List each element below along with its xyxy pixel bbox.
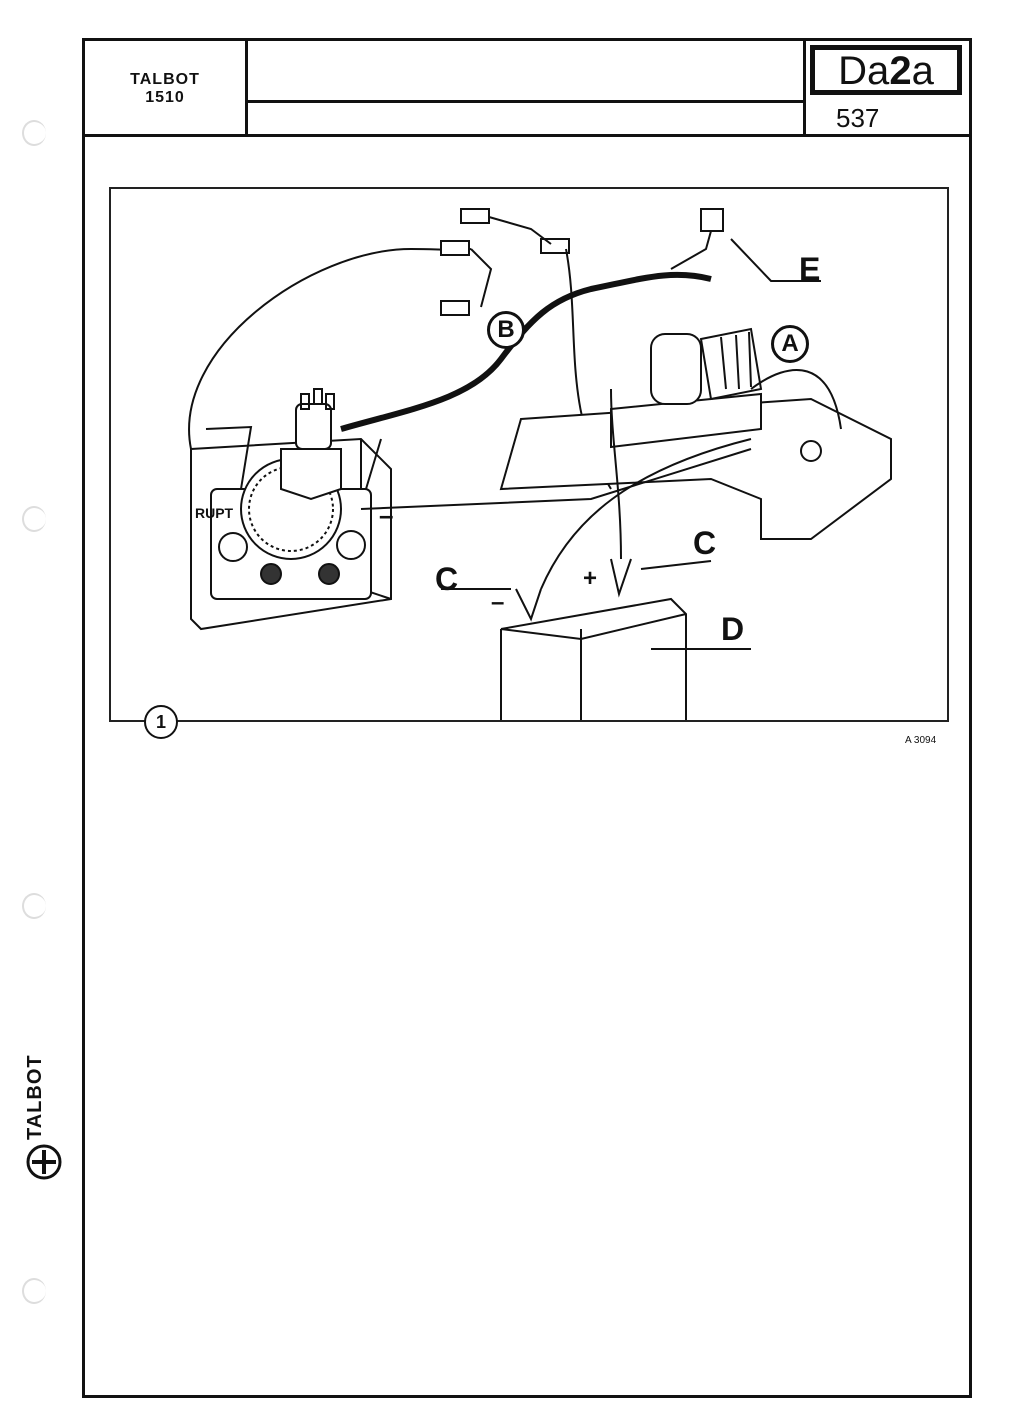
knob-right-icon (318, 563, 340, 585)
figure-1: E A B RUPT – C C + – D (109, 187, 949, 722)
punch-hole (22, 1278, 46, 1304)
model-number: 1510 (145, 89, 185, 106)
knob-left-icon (260, 563, 282, 585)
connector-e (700, 208, 724, 232)
label-c-right: C (693, 525, 717, 561)
section-code-prefix: Da (838, 49, 890, 93)
figure-number: 1 (144, 705, 178, 739)
clip-negative (515, 588, 542, 622)
label-rupt: RUPT (195, 505, 234, 521)
section-code-bold: 2 (889, 49, 912, 93)
page-frame: TALBOT 1510 Da2a 537 (82, 38, 972, 1398)
label-plus-battery: + (583, 565, 598, 592)
sheet-header: TALBOT 1510 Da2a 537 (85, 41, 969, 137)
gauge-left-icon (218, 532, 248, 562)
page-number: 537 (803, 103, 969, 134)
wiring-harness (340, 271, 712, 432)
gauge-right-icon (336, 530, 366, 560)
section-code-suffix: a (911, 49, 934, 93)
label-minus-battery: – (491, 589, 505, 616)
punch-hole (22, 506, 46, 532)
ignition-module (650, 333, 702, 405)
talbot-brand-text: TALBOT (24, 1054, 46, 1140)
mounting-bracket (499, 397, 892, 540)
label-c-left: C (435, 561, 459, 597)
label-a: A (771, 325, 809, 363)
section-code: Da2a (810, 45, 962, 95)
punch-hole (22, 120, 46, 146)
clip-positive (610, 558, 632, 598)
talbot-logo-icon (26, 1144, 62, 1180)
brand-name: TALBOT (130, 71, 200, 88)
title-field (248, 41, 803, 103)
section-code-box: Da2a (803, 41, 969, 103)
label-b: B (487, 311, 525, 349)
label-minus-tester: – (379, 500, 394, 530)
distributor (280, 448, 342, 501)
label-d: D (721, 611, 745, 647)
talbot-logo: TALBOT (18, 1040, 78, 1190)
punch-hole (22, 893, 46, 919)
figure-reference: A 3094 (905, 735, 937, 746)
battery (500, 597, 687, 720)
connector-plug (460, 208, 490, 224)
model-box: TALBOT 1510 (85, 41, 248, 134)
label-e: E (799, 251, 821, 287)
wiring-diagram (188, 208, 892, 720)
